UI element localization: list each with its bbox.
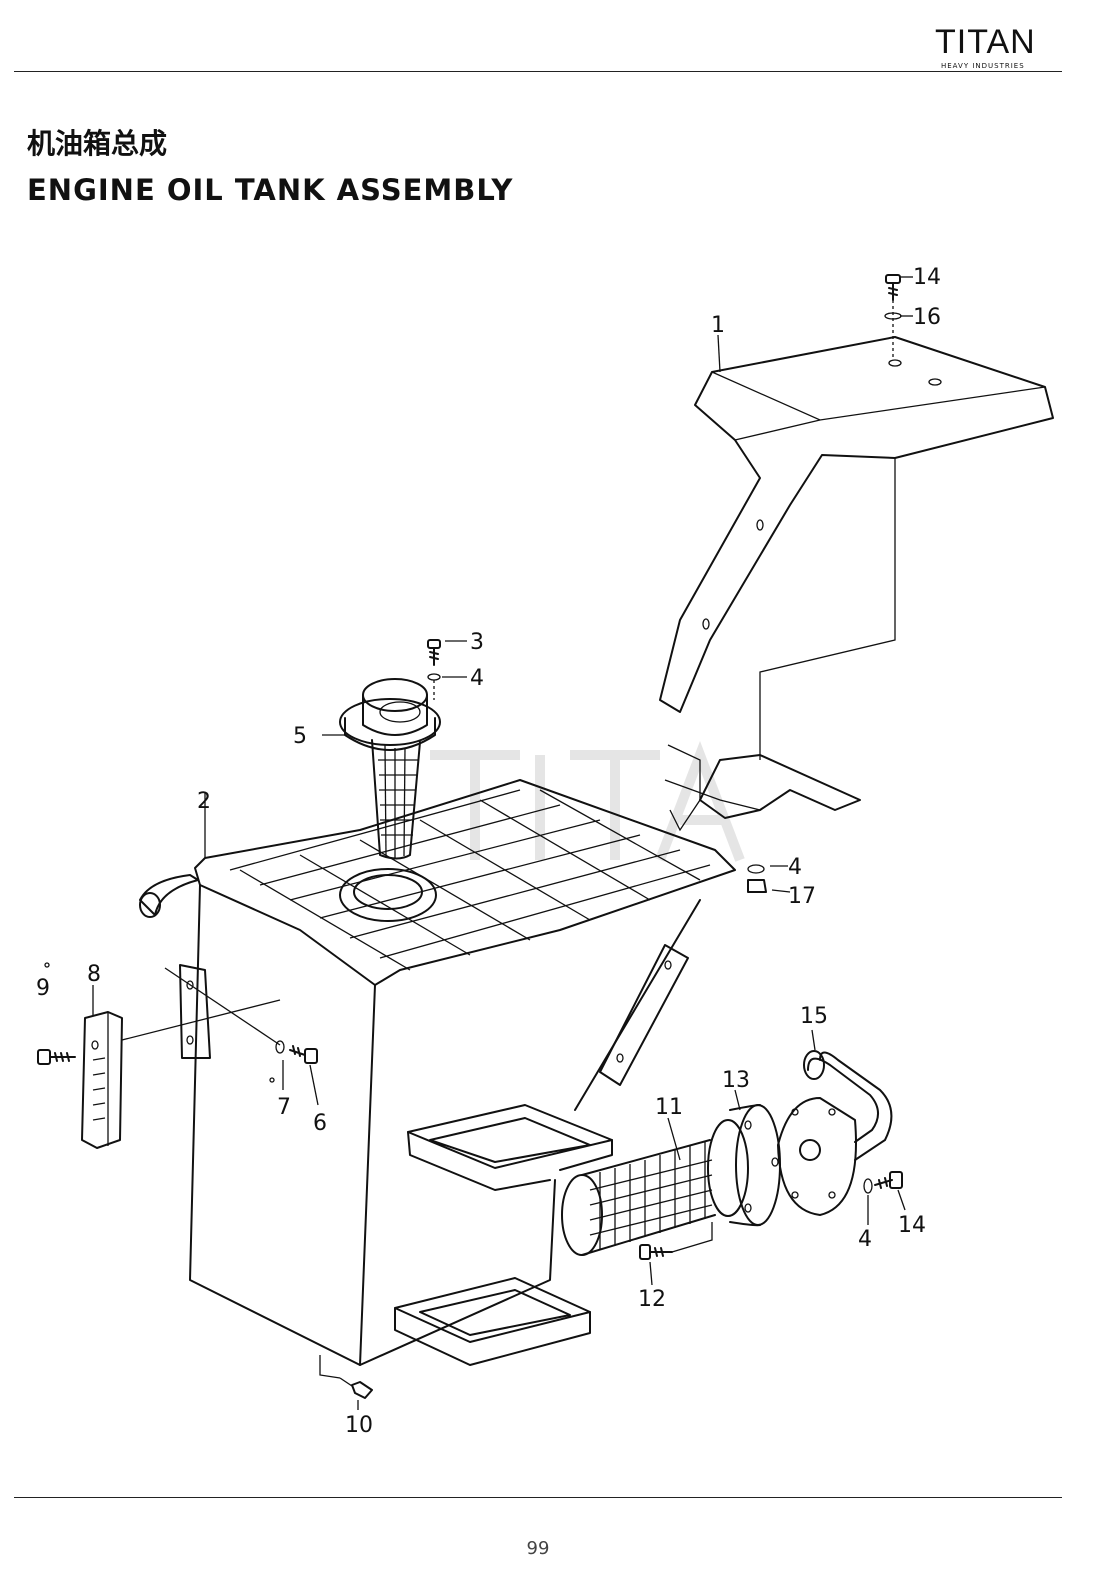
callout-12: 12 [638, 1287, 666, 1312]
part-10-drain-plug [339, 1377, 373, 1399]
page-title-chinese: 机油箱总成 [27, 127, 168, 160]
footer-rule [14, 1497, 1062, 1498]
part-11-suction-hose [561, 1139, 716, 1256]
callout-8: 8 [87, 962, 101, 987]
callout-10: 10 [345, 1413, 373, 1438]
part-3-bolt-and-4-washer [427, 639, 441, 700]
page-number: 99 [526, 1538, 550, 1559]
watermark [430, 740, 745, 862]
callout-14-right: 14 [898, 1213, 926, 1238]
callout-1: 1 [711, 313, 725, 338]
callout-16: 16 [913, 305, 941, 330]
part-12-bolt [639, 1222, 713, 1260]
callout-17: 17 [788, 884, 816, 909]
part-15-pipe-flange [777, 1050, 893, 1216]
callout-9: 9 [36, 976, 50, 1001]
page-title-english: ENGINE OIL TANK ASSEMBLY [27, 173, 514, 207]
callout-13: 13 [722, 1068, 750, 1093]
part-8-oil-level-gauge [81, 999, 281, 1149]
callout-3: 3 [470, 630, 484, 655]
titan-logo: TITAN HEAVY INDUSTRIES [935, 18, 1055, 70]
callout-4-bottom: 4 [858, 1227, 872, 1252]
callout-labels: 1 2 3 4 4 4 5 6 7 8 9 10 11 12 13 14 14 … [36, 265, 941, 1438]
leader-lines [92, 276, 913, 1410]
callout-4-top: 4 [470, 666, 484, 691]
part-4-17-nut-washer-right [747, 864, 767, 893]
part-13-flange [707, 1104, 781, 1227]
callout-6: 6 [313, 1111, 327, 1136]
logo-subtitle: HEAVY INDUSTRIES [941, 62, 1025, 70]
callout-14-top: 14 [913, 265, 941, 290]
callout-4-right: 4 [788, 855, 802, 880]
part-5-filler-strainer [339, 678, 441, 860]
callout-2: 2 [197, 789, 211, 814]
part-1-bracket [659, 336, 1054, 832]
logo-wordmark: TITAN [935, 23, 1036, 61]
header-rule [14, 71, 1062, 72]
part-14-bolt-top [884, 274, 902, 360]
callout-7: 7 [277, 1095, 291, 1120]
part-6-7-bolt-washer [164, 967, 318, 1083]
callout-11: 11 [655, 1095, 683, 1120]
part-4-14-bolt-washer-right [863, 1171, 903, 1194]
callout-15: 15 [800, 1004, 828, 1029]
part-9-bolt [37, 962, 76, 1065]
callout-5: 5 [293, 724, 307, 749]
